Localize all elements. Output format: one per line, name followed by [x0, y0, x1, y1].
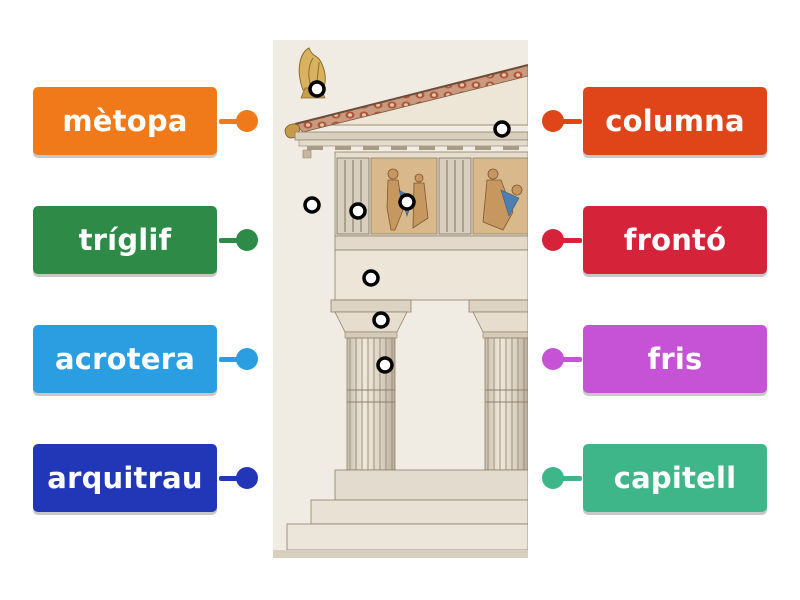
label-metopa[interactable]: mètopa: [33, 87, 217, 155]
label-text: fris: [647, 342, 703, 376]
connector: [219, 238, 245, 243]
hotspot-marker[interactable]: [362, 269, 380, 287]
connector: [556, 476, 582, 481]
connector: [556, 357, 582, 362]
pin-dot: [236, 229, 258, 251]
connector: [219, 119, 245, 124]
label-acrotera[interactable]: acrotera: [33, 325, 217, 393]
hotspot-marker[interactable]: [372, 311, 390, 329]
hotspot-marker[interactable]: [493, 120, 511, 138]
pin-dot: [236, 348, 258, 370]
temple-diagram: [273, 40, 528, 558]
label-columna[interactable]: columna: [583, 87, 767, 155]
connector: [219, 357, 245, 362]
hotspot-marker[interactable]: [303, 196, 321, 214]
label-triglif[interactable]: tríglif: [33, 206, 217, 274]
label-text: acrotera: [55, 342, 195, 376]
label-arquitrau[interactable]: arquitrau: [33, 444, 217, 512]
hotspot-marker[interactable]: [376, 356, 394, 374]
connector: [556, 119, 582, 124]
pin-dot: [236, 110, 258, 132]
hotspot-marker[interactable]: [308, 80, 326, 98]
pin-dot: [542, 229, 564, 251]
label-text: tríglif: [78, 223, 172, 257]
label-capitell[interactable]: capitell: [583, 444, 767, 512]
connector: [556, 238, 582, 243]
label-text: columna: [605, 104, 745, 138]
pin-dot: [236, 467, 258, 489]
label-fronto[interactable]: frontó: [583, 206, 767, 274]
label-fris[interactable]: fris: [583, 325, 767, 393]
pin-dot: [542, 348, 564, 370]
connector: [219, 476, 245, 481]
label-text: mètopa: [62, 104, 188, 138]
hotspot-marker[interactable]: [349, 202, 367, 220]
label-text: arquitrau: [47, 461, 203, 495]
pin-dot: [542, 110, 564, 132]
pin-dot: [542, 467, 564, 489]
hotspot-marker[interactable]: [398, 193, 416, 211]
label-text: capitell: [613, 461, 737, 495]
label-text: frontó: [623, 223, 727, 257]
